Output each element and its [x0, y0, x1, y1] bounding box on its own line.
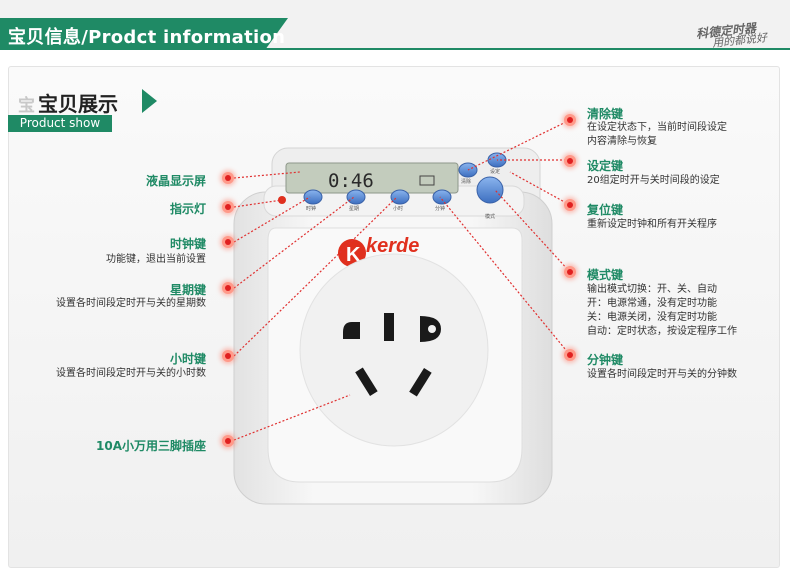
desc-mode-key-2: 开：电源常通，没有定时功能: [587, 298, 717, 309]
leader-clock: [233, 196, 311, 243]
label-lcd: 液晶显示屏: [145, 174, 206, 188]
label-minute-key: 分钟键: [587, 353, 624, 367]
desc-clear-key-2: 内容清除与恢复: [587, 136, 657, 147]
label-week-key: 星期键: [169, 283, 206, 297]
desc-mode-key-4: 自动：定时状态，按设定程序工作: [587, 326, 737, 337]
svg-text:K: K: [346, 244, 361, 266]
header-tab: [0, 18, 288, 50]
clock-button: [303, 189, 323, 205]
svg-text:kerde: kerde: [366, 235, 419, 257]
desc-clock-key: 功能键，退出当前设置: [106, 254, 206, 265]
dot-hour-key: [222, 350, 234, 362]
leader-reset: [509, 171, 571, 206]
leader-week: [233, 196, 355, 289]
dot-reset-key: [564, 199, 576, 211]
desc-clear-key-1: 在设定状态下，当前时间段设定: [587, 122, 727, 133]
label-socket: 10A小万用三脚插座: [96, 439, 206, 453]
lcd-screen: [285, 162, 459, 194]
dot-set-key: [564, 155, 576, 167]
leader-clear: [467, 119, 571, 171]
hour-button-label: 小时: [393, 205, 403, 212]
desc-hour-key: 设置各时间段定时开与关的小时数: [56, 368, 206, 379]
desc-mode-key-1: 输出模式切换：开、关、自动: [587, 284, 717, 295]
label-clear-key: 清除键: [587, 107, 624, 121]
leader-hour: [233, 196, 398, 357]
clear-button-label: 清除: [461, 178, 471, 185]
desc-minute-key-1: 设置各时间段定时开与关的分钟数: [587, 369, 737, 380]
section-title: 宝贝展示: [38, 92, 118, 116]
leader-lcd: [233, 171, 301, 179]
label-indicator: 指示灯: [169, 202, 206, 216]
reset-button: [476, 176, 504, 204]
dot-indicator: [222, 201, 234, 213]
three-pin-slot-right: [409, 368, 432, 397]
minute-button: [432, 189, 452, 205]
section-subtitle: Product show: [8, 115, 112, 132]
lcd-time: 0:46: [328, 170, 374, 192]
arrow-right-icon: [142, 89, 157, 113]
two-pin-slot-left: [343, 322, 360, 339]
dot-clear-key: [564, 114, 576, 126]
desc-set-key-1: 20组定时开与关时间段的设定: [587, 175, 720, 186]
clock-button-label: 时钟: [306, 205, 316, 212]
desc-reset-key-1: 重新设定时钟和所有开关程序: [587, 219, 717, 230]
week-button-label: 星期: [349, 206, 359, 212]
section-title-ghost: 宝: [18, 96, 35, 116]
dot-socket: [222, 435, 234, 447]
dot-minute-key: [564, 349, 576, 361]
hour-button: [390, 189, 410, 205]
week-button: [346, 189, 366, 205]
label-reset-key: 复位键: [587, 203, 624, 217]
dot-mode-key: [564, 266, 576, 278]
header-title: 宝贝信息/Prodct information: [8, 27, 286, 48]
leader-socket: [233, 394, 351, 441]
set-button-label: 设定: [490, 168, 500, 175]
header-divider: [0, 48, 790, 50]
lcd-segment: [419, 175, 435, 186]
dot-clock-key: [222, 236, 234, 248]
two-pin-slot-center: [384, 313, 394, 341]
mode-button-label: 模式: [485, 213, 495, 220]
minute-button-label: 分钟: [435, 205, 445, 212]
leader-indicator: [233, 199, 283, 208]
dot-week-key: [222, 282, 234, 294]
label-mode-key: 模式键: [587, 268, 624, 282]
dot-lcd: [222, 172, 234, 184]
desc-week-key: 设置各时间段定时开与关的星期数: [56, 298, 206, 309]
label-set-key: 设定键: [587, 159, 624, 173]
socket-face: [299, 253, 489, 447]
label-hour-key: 小时键: [169, 352, 206, 366]
leader-mode: [494, 189, 571, 273]
three-pin-slot-left: [355, 367, 378, 396]
label-clock-key: 时钟键: [169, 237, 206, 251]
desc-mode-key-3: 关：电源关闭，没有定时功能: [587, 312, 717, 323]
